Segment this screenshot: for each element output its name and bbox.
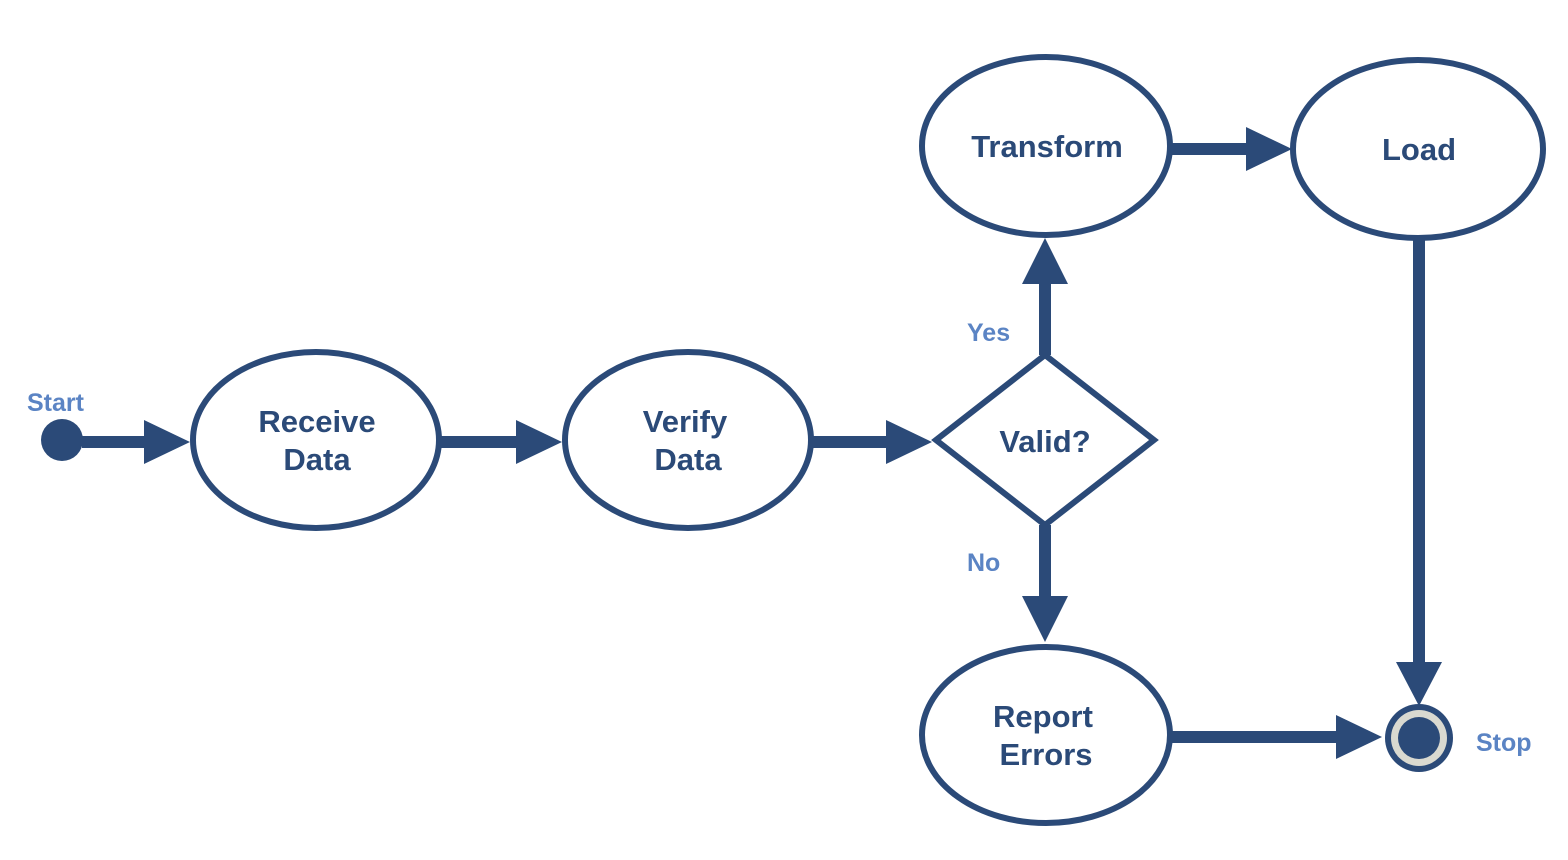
node-receive-data: Receive Data (190, 349, 442, 531)
node-decision-valid: Valid? (931, 351, 1159, 529)
node-report-errors: Report Errors (919, 644, 1173, 826)
stop-label: Stop (1476, 729, 1532, 757)
edge-decision-to-transform (1022, 238, 1068, 355)
edge-report-to-stop (1171, 715, 1382, 759)
node-transform-label: Transform (971, 129, 1123, 164)
node-load: Load (1290, 57, 1546, 241)
edge-verify-to-decision (812, 420, 932, 464)
edge-receive-to-verify (440, 420, 562, 464)
edge-decision-to-report (1022, 525, 1068, 642)
node-verify-data-line2: Data (654, 442, 722, 477)
node-receive-data-line2: Data (283, 442, 351, 477)
edge-load-to-stop (1396, 238, 1442, 706)
node-verify-data-line1: Verify (643, 404, 728, 439)
stop-node (1385, 704, 1453, 772)
branch-yes-label: Yes (967, 319, 1010, 347)
node-verify-data: Verify Data (562, 349, 814, 531)
node-load-label: Load (1382, 132, 1456, 167)
node-report-errors-line1: Report (993, 699, 1093, 734)
edge-start-to-receive (82, 420, 190, 464)
node-decision-label: Valid? (999, 424, 1090, 459)
node-transform: Transform (919, 54, 1173, 238)
edge-transform-to-load (1171, 127, 1292, 171)
start-node (41, 419, 83, 461)
node-report-errors-line2: Errors (999, 737, 1092, 772)
node-receive-data-line1: Receive (258, 404, 375, 439)
start-label: Start (27, 389, 85, 417)
branch-no-label: No (967, 549, 1000, 577)
